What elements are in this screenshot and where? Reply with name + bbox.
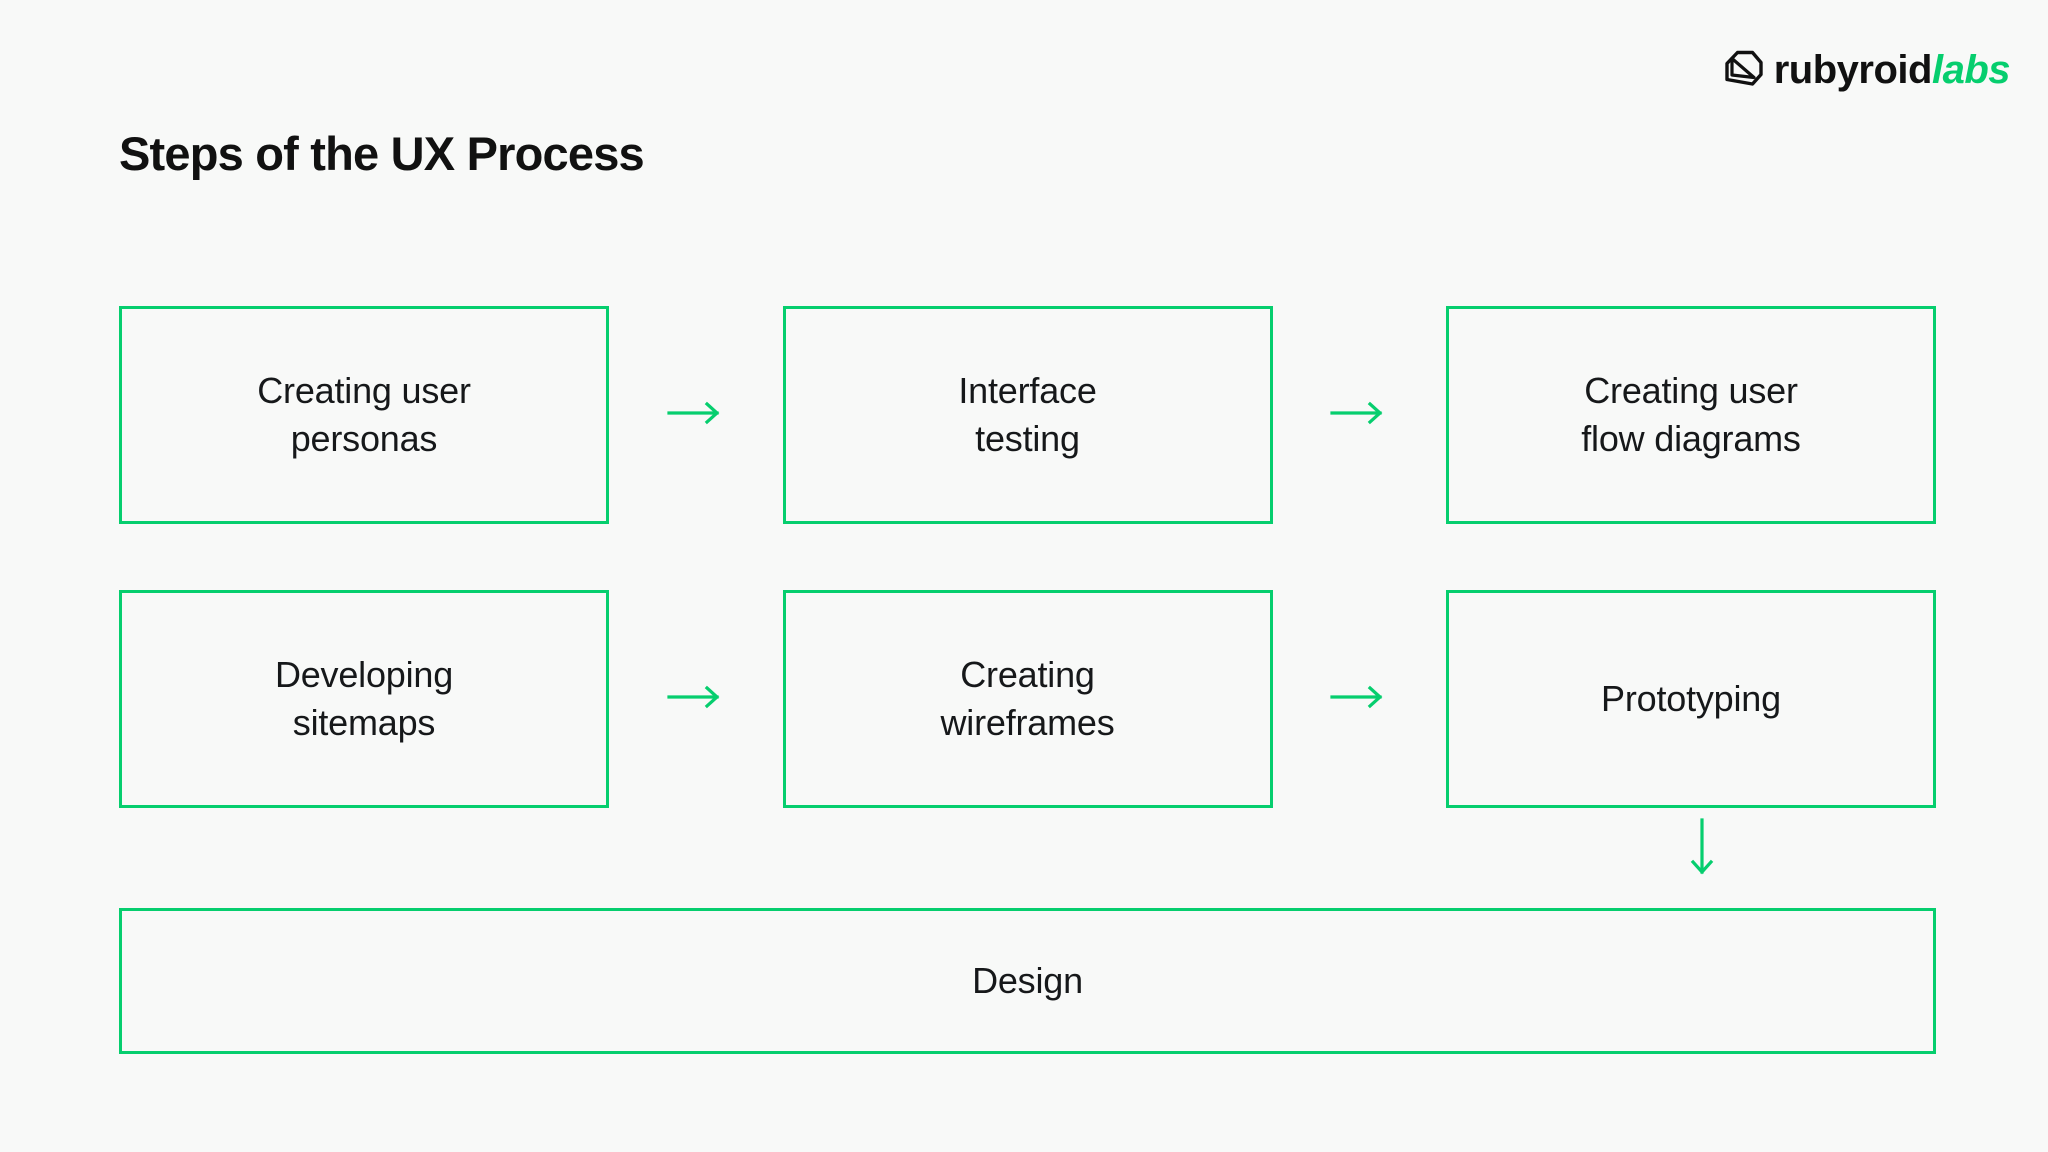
flow-node-label: Creating user flow diagrams (1581, 370, 1801, 459)
flow-row-1: Creating user personas Interface testing (119, 306, 1936, 524)
rubyroid-gem-icon (1721, 48, 1765, 92)
page-title: Steps of the UX Process (119, 127, 645, 180)
arrow-right-icon (667, 684, 725, 715)
arrow-down-icon (1689, 818, 1715, 885)
connector-arrow-r1-1 (609, 400, 783, 431)
brand-name-secondary: labs (1931, 48, 2011, 92)
connector-arrow-r2-2 (1273, 684, 1447, 715)
process-flow-diagram: Creating user personas Interface testing (119, 306, 1936, 808)
flow-node-label: Creating user personas (257, 370, 471, 459)
arrow-right-icon (1330, 400, 1388, 431)
flow-row-2: Developing sitemaps Creating wireframes (119, 590, 1936, 808)
flow-node-creating-user-flow-diagrams[interactable]: Creating user flow diagrams (1446, 306, 1936, 524)
flow-node-interface-testing[interactable]: Interface testing (782, 306, 1273, 524)
arrow-right-icon (1330, 684, 1388, 715)
brand-name-primary: rubyroid (1773, 48, 1933, 92)
flow-node-creating-user-personas[interactable]: Creating user personas (119, 306, 609, 524)
flow-node-label: Developing sitemaps (274, 654, 454, 743)
flow-node-label: Prototyping (1601, 678, 1781, 720)
flow-node-design[interactable]: Design (119, 908, 1936, 1054)
flow-node-label: Creating wireframes (940, 654, 1115, 743)
flow-node-prototyping[interactable]: Prototyping (1446, 590, 1936, 808)
flow-node-label: Design (972, 960, 1083, 1002)
connector-arrow-r2-1 (609, 684, 783, 715)
flow-node-label: Interface testing (958, 370, 1097, 459)
arrow-right-icon (667, 400, 725, 431)
connector-arrow-r1-2 (1273, 400, 1447, 431)
flow-node-creating-wireframes[interactable]: Creating wireframes (782, 590, 1273, 808)
flow-node-developing-sitemaps[interactable]: Developing sitemaps (119, 590, 609, 808)
